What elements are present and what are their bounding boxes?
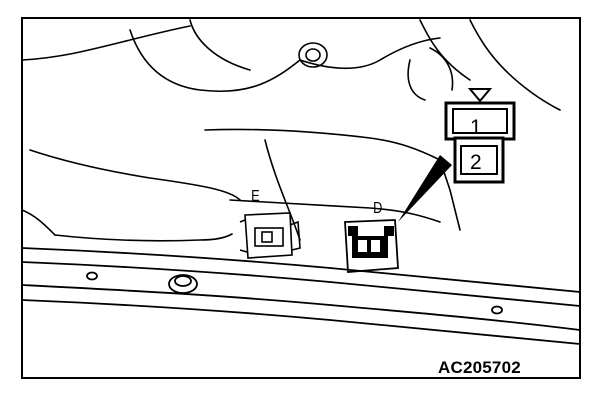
figure-code: AC205702 [438,358,521,377]
pin-1-label: 1 [470,116,482,139]
body-panel-lines [21,19,561,242]
frame-rail [21,247,581,345]
connector-d-label: D [373,200,383,217]
connector-e-label: E [251,188,260,205]
connector-e [239,212,301,259]
callout-leader [398,155,452,222]
pin-2-label: 2 [470,151,482,174]
connector-d [344,219,399,273]
connector-pinout-icon [444,101,516,184]
frame-border [21,17,581,379]
triangle-marker-icon [467,88,493,103]
